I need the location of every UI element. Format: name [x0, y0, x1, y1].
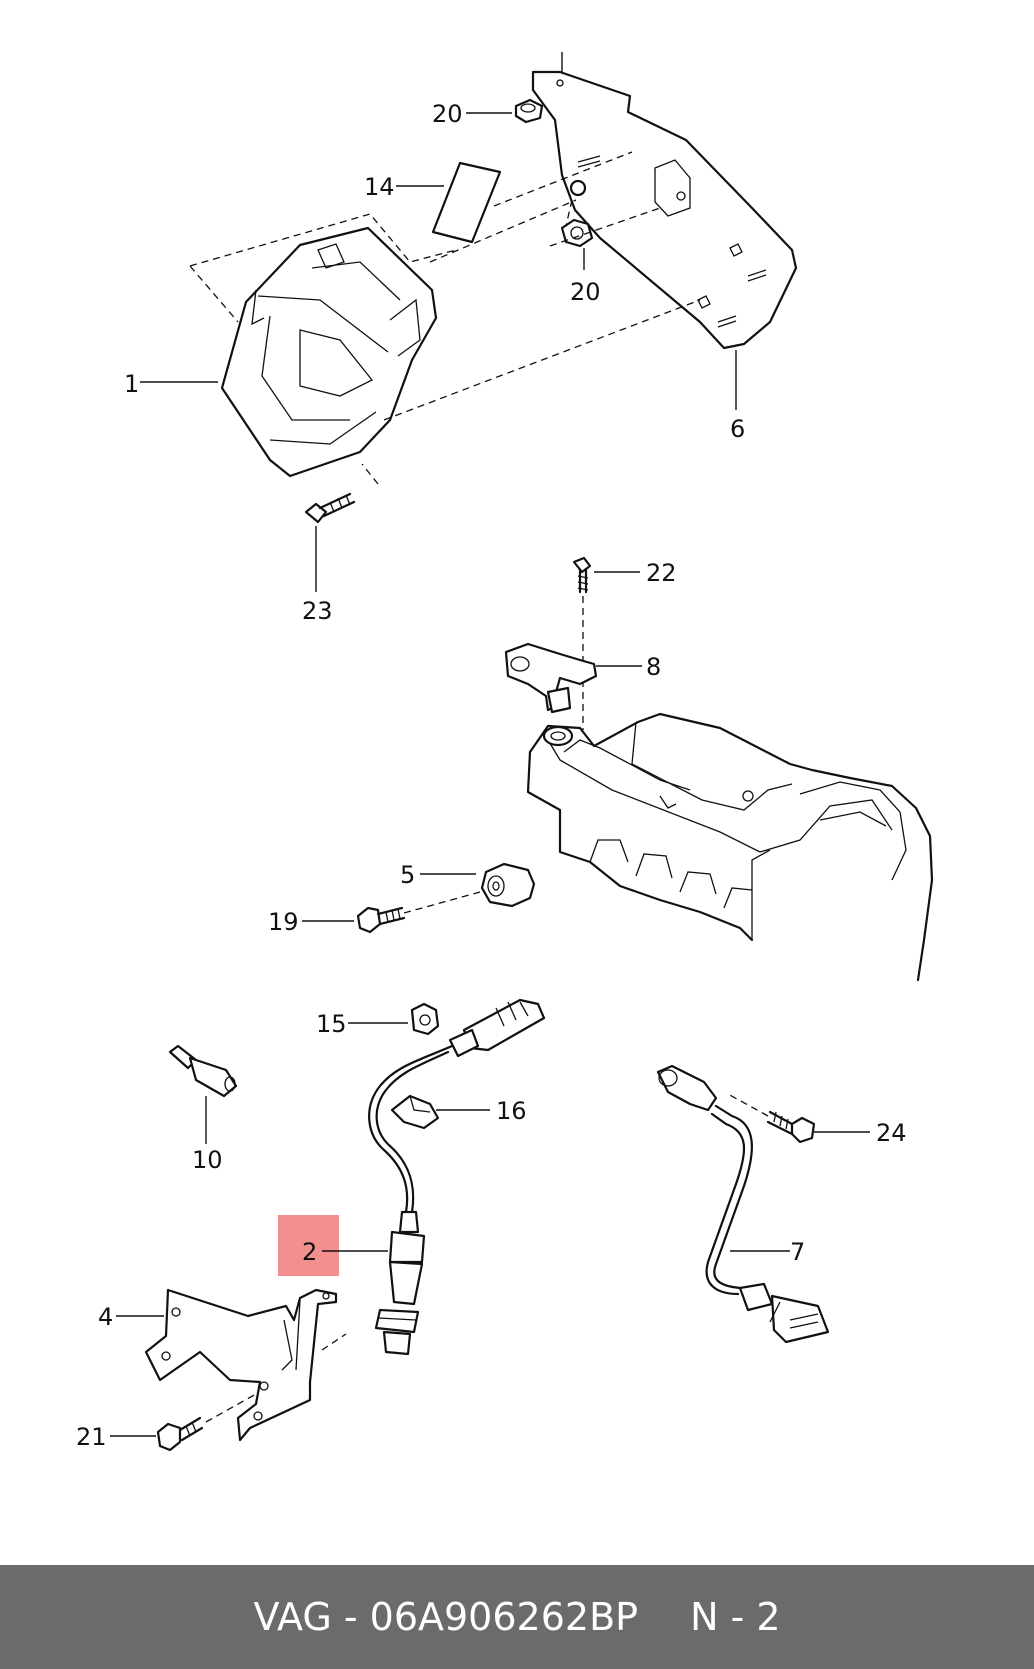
callout-8[interactable]: 8: [646, 653, 661, 681]
dowel-part-10: [168, 1044, 238, 1098]
footer-bar: VAG - 06A906262BP N - 2: [0, 1565, 1034, 1669]
assembly-line-sensor-2: [321, 1333, 347, 1351]
bolt-part-19: [356, 906, 406, 934]
callout-22[interactable]: 22: [646, 559, 677, 587]
clip-part-15: [410, 1002, 440, 1036]
oxygen-sensor-part-2: [368, 1044, 454, 1356]
control-unit-part-1: [220, 226, 438, 478]
screw-part-23: [304, 492, 356, 524]
assembly-line-bolt-21: [205, 1393, 257, 1423]
callout-23[interactable]: 23: [302, 597, 333, 625]
assembly-line-bracket: [565, 199, 573, 227]
callout-4[interactable]: 4: [98, 1303, 113, 1331]
callout-10[interactable]: 10: [192, 1146, 223, 1174]
callout-19[interactable]: 19: [268, 908, 299, 936]
assembly-line-bolt-24: [727, 1093, 769, 1117]
knock-sensor-part-5: [480, 862, 536, 908]
assembly-line-knock: [403, 891, 481, 914]
stud-top: [569, 179, 587, 197]
callout-7[interactable]: 7: [790, 1238, 805, 1266]
assembly-line-ecu-left: [189, 265, 239, 323]
sensor-part-8: [504, 642, 598, 714]
bolt-part-21: [156, 1416, 204, 1452]
nut-part-20-top: [514, 98, 544, 124]
parts-diagram: 20 14 20 1 6 23 22 8 5 19 15 16 10 24 2 …: [76, 52, 934, 1452]
callout-14[interactable]: 14: [364, 173, 395, 201]
callout-5[interactable]: 5: [400, 861, 415, 889]
callout-20-top[interactable]: 20: [432, 100, 463, 128]
holder-part-16: [390, 1094, 440, 1130]
assembly-line-stud: [493, 151, 633, 207]
nut-part-20-mid: [560, 218, 594, 248]
callout-6[interactable]: 6: [730, 415, 745, 443]
engine-cylinder-head: [526, 712, 934, 982]
assembly-line-nut: [549, 207, 661, 247]
bolt-part-22: [572, 556, 592, 594]
label-part-14: [431, 161, 502, 244]
assembly-line-ecu-frame: [189, 213, 457, 267]
callout-24[interactable]: 24: [876, 1119, 907, 1147]
assembly-line-screw: [361, 463, 379, 485]
part-number-label: VAG - 06A906262BP: [253, 1595, 639, 1639]
callout-15[interactable]: 15: [316, 1010, 347, 1038]
bracket-part-6: [531, 52, 798, 350]
page-label: N - 2: [690, 1595, 781, 1639]
callout-16[interactable]: 16: [496, 1097, 527, 1125]
assembly-line-label: [429, 199, 577, 263]
highlight-box: [278, 1215, 339, 1276]
bolt-part-24: [766, 1110, 816, 1144]
callout-20-mid[interactable]: 20: [570, 278, 601, 306]
callout-21[interactable]: 21: [76, 1423, 107, 1451]
callout-2[interactable]: 2: [302, 1238, 317, 1266]
callout-1[interactable]: 1: [124, 370, 139, 398]
sensor-part-7: [656, 1064, 830, 1344]
connector-plug: [448, 998, 546, 1058]
bracket-part-4: [144, 1288, 338, 1442]
assembly-line-lower: [383, 299, 701, 421]
